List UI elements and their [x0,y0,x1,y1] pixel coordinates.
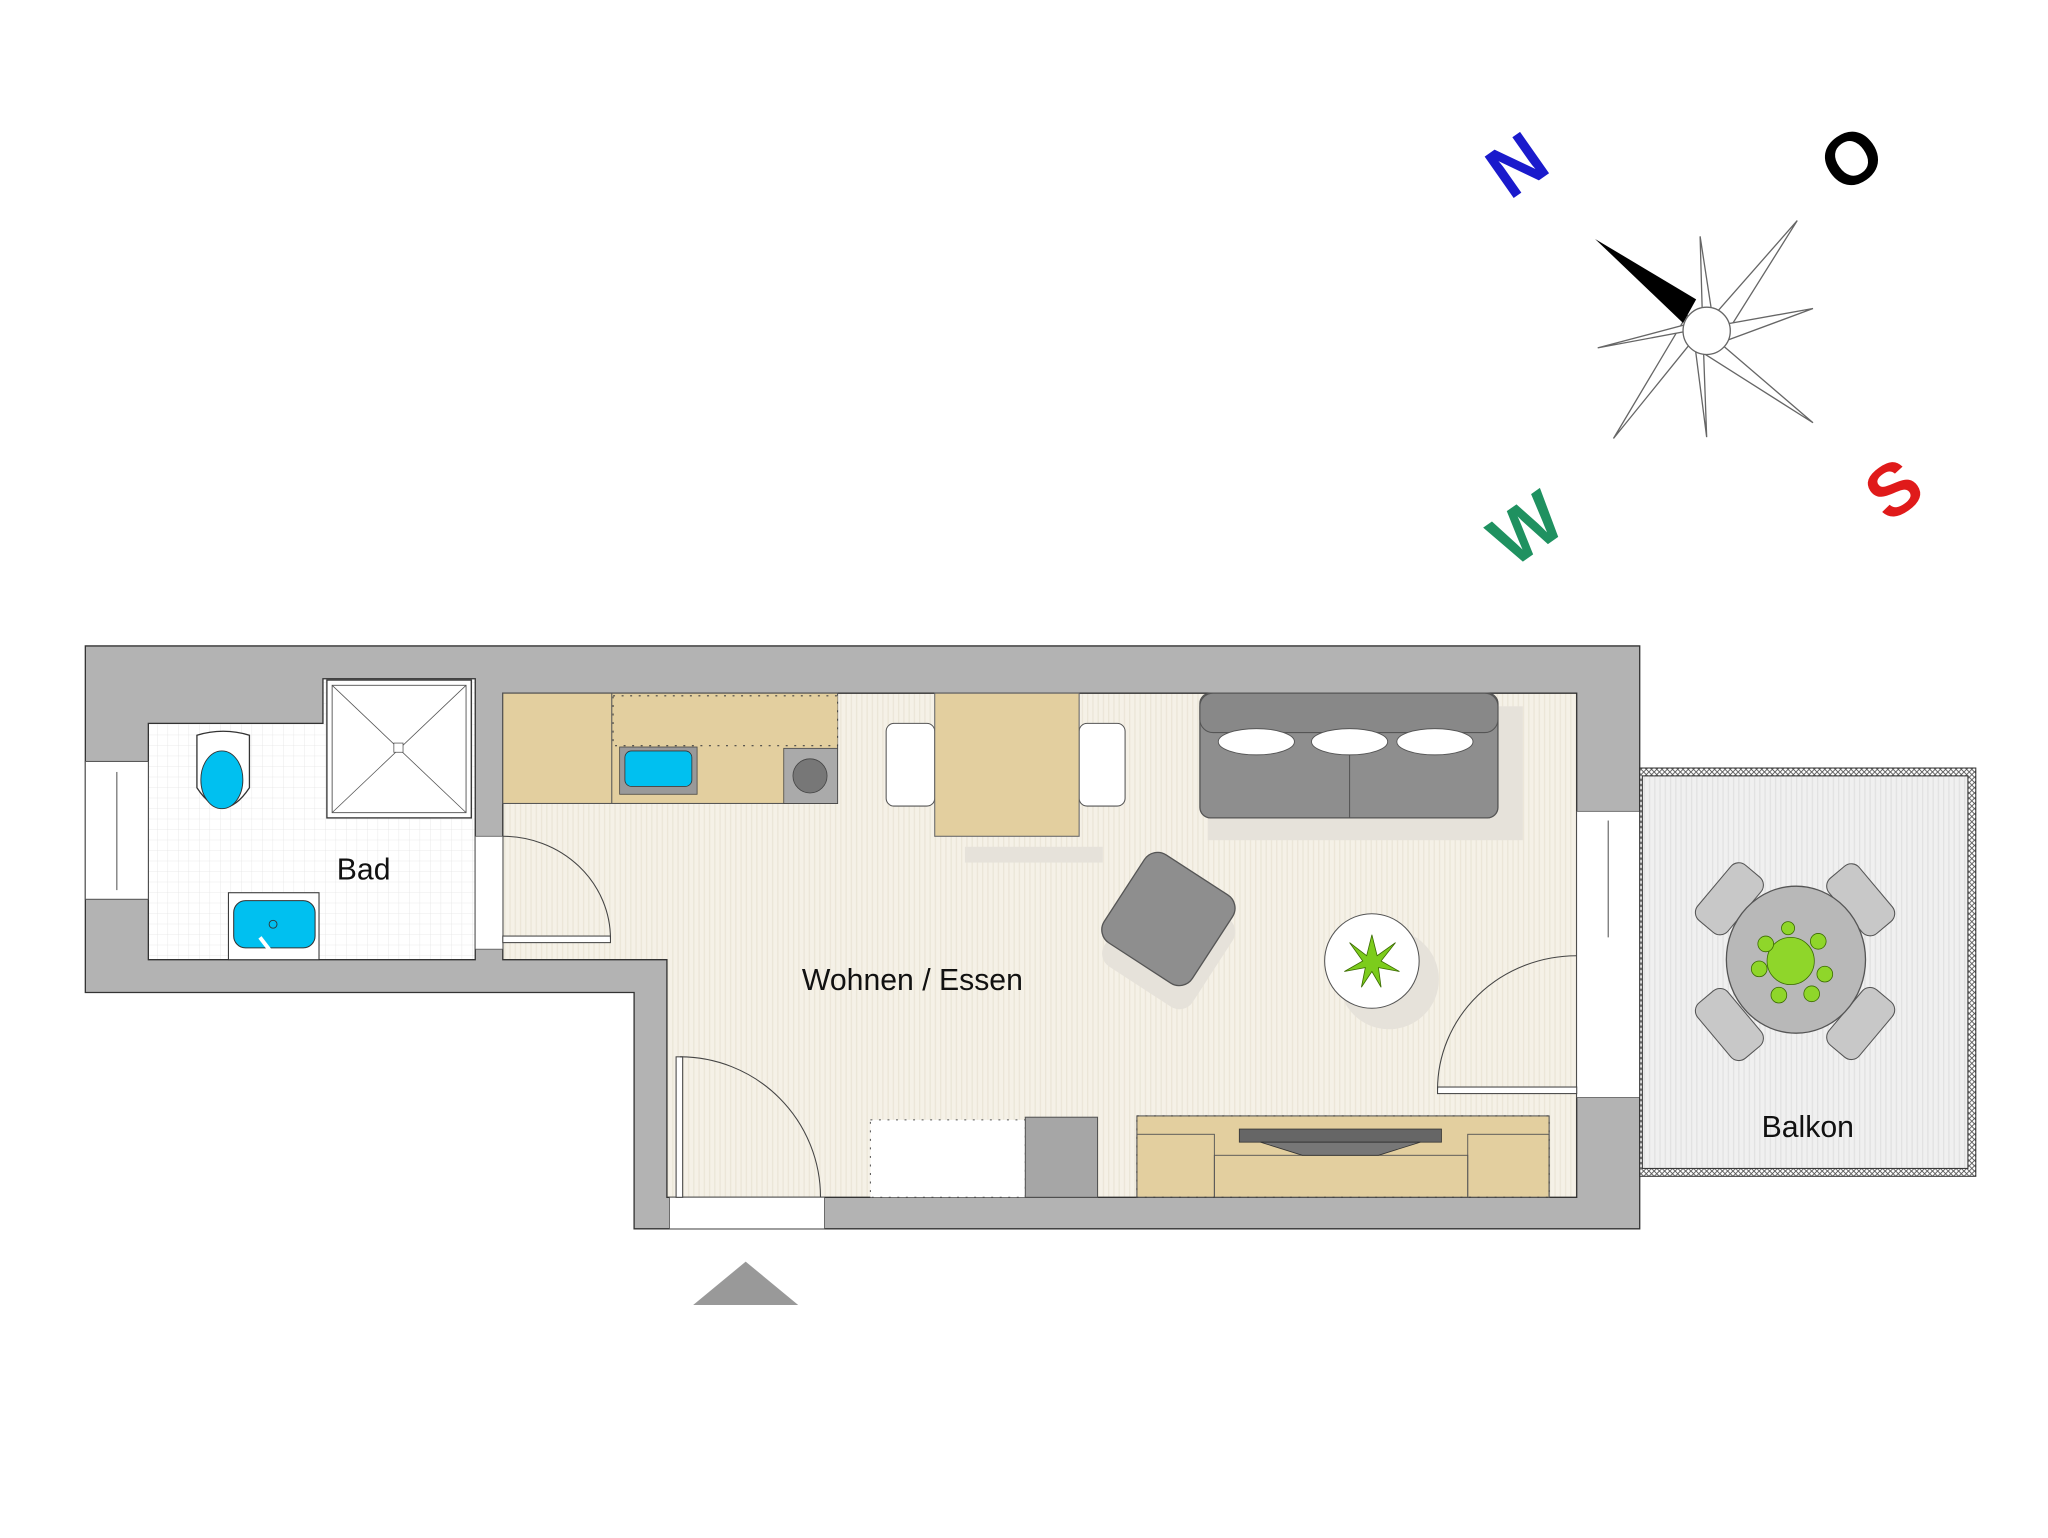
bathroom-sink [227,892,320,961]
entrance-arrow-icon [693,1261,799,1305]
compass-east: O [1804,108,1898,209]
kitchen-sink [624,750,693,787]
sofa [1199,692,1523,841]
room-label-bathroom: Bad [337,854,391,887]
bathroom-door [502,835,611,944]
entrance-door [675,1056,822,1198]
plant-icon [1750,921,1834,1004]
ottoman [1101,851,1236,1010]
room-label-balcony: Balkon [1762,1111,1854,1144]
balcony [1639,767,1977,1177]
shower [326,679,472,819]
north-needle-icon [1595,238,1697,323]
balcony-table-set [1694,862,1896,1062]
cushion [1217,728,1295,756]
tv-sideboard [1136,1115,1550,1198]
fridge [869,1116,1099,1198]
kitchen-counter [502,692,839,804]
balcony-door [1437,955,1578,1095]
plant-icon [1344,934,1400,988]
bathroom-door-opening [474,835,504,950]
toilet [196,730,251,810]
compass-west: W [1474,474,1579,582]
room-label-living: Wohnen / Essen [802,964,1023,997]
dining-set [885,692,1126,863]
cushion [1396,728,1474,756]
side-table-plant [1324,913,1439,1030]
compass-rose: N O S W [1471,108,1937,582]
dining-table [934,692,1080,837]
entrance-opening [669,1196,825,1230]
cushion [1311,728,1389,756]
compass-south: S [1850,441,1938,537]
compass-north: N [1471,116,1562,214]
tv-icon [1238,1128,1442,1156]
